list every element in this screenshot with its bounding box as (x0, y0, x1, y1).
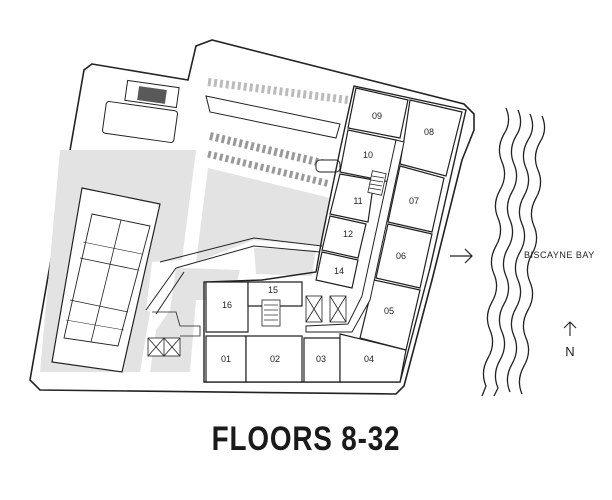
unit-label: 03 (316, 354, 326, 364)
north-arrow-icon (563, 321, 577, 336)
bay-arrow-icon (450, 248, 473, 264)
unit-label: 01 (221, 354, 231, 364)
unit-rooms (205, 87, 463, 383)
unit-label: 16 (222, 300, 232, 310)
bay-label: BISCAYNE BAY (524, 250, 595, 260)
tennis-court (51, 187, 161, 373)
unit-label: 15 (268, 285, 278, 295)
unit-room-14 (315, 251, 359, 289)
walkways (145, 237, 323, 315)
unit-room-16 (205, 281, 249, 333)
unit-room-15 (247, 281, 303, 307)
stair-core (147, 170, 387, 357)
unit-label: 09 (372, 111, 382, 121)
unit-room-06 (375, 223, 433, 289)
unit-room-08 (399, 99, 463, 177)
unit-label: 06 (396, 251, 406, 261)
unit-label: 07 (409, 196, 419, 206)
unit-room-07 (387, 165, 445, 233)
unit-label: 11 (353, 196, 362, 206)
unit-label: 12 (343, 229, 353, 239)
unit-label: 14 (334, 266, 344, 276)
building-outline (203, 85, 467, 383)
unit-room-12 (321, 215, 367, 259)
garden-area-mid (254, 248, 316, 276)
unit-label: 10 (363, 150, 373, 160)
page-title: FLOORS 8-32 (211, 420, 401, 458)
unit-label: 05 (384, 306, 394, 316)
unit-label: 02 (270, 354, 280, 364)
garden-area (196, 168, 330, 262)
water-waves-icon (481, 107, 546, 397)
unit-room-09 (347, 87, 409, 139)
unit-room-02 (245, 335, 303, 383)
corridor (305, 139, 405, 333)
unit-room-04 (339, 333, 407, 383)
unit-label: 08 (424, 127, 434, 137)
unit-labels: 01 02 03 04 05 06 07 08 09 10 11 12 14 1… (221, 111, 434, 364)
parking-area (102, 78, 349, 188)
unit-label: 04 (364, 354, 374, 364)
unit-room-11 (329, 173, 375, 223)
compass-label: N (565, 344, 574, 359)
